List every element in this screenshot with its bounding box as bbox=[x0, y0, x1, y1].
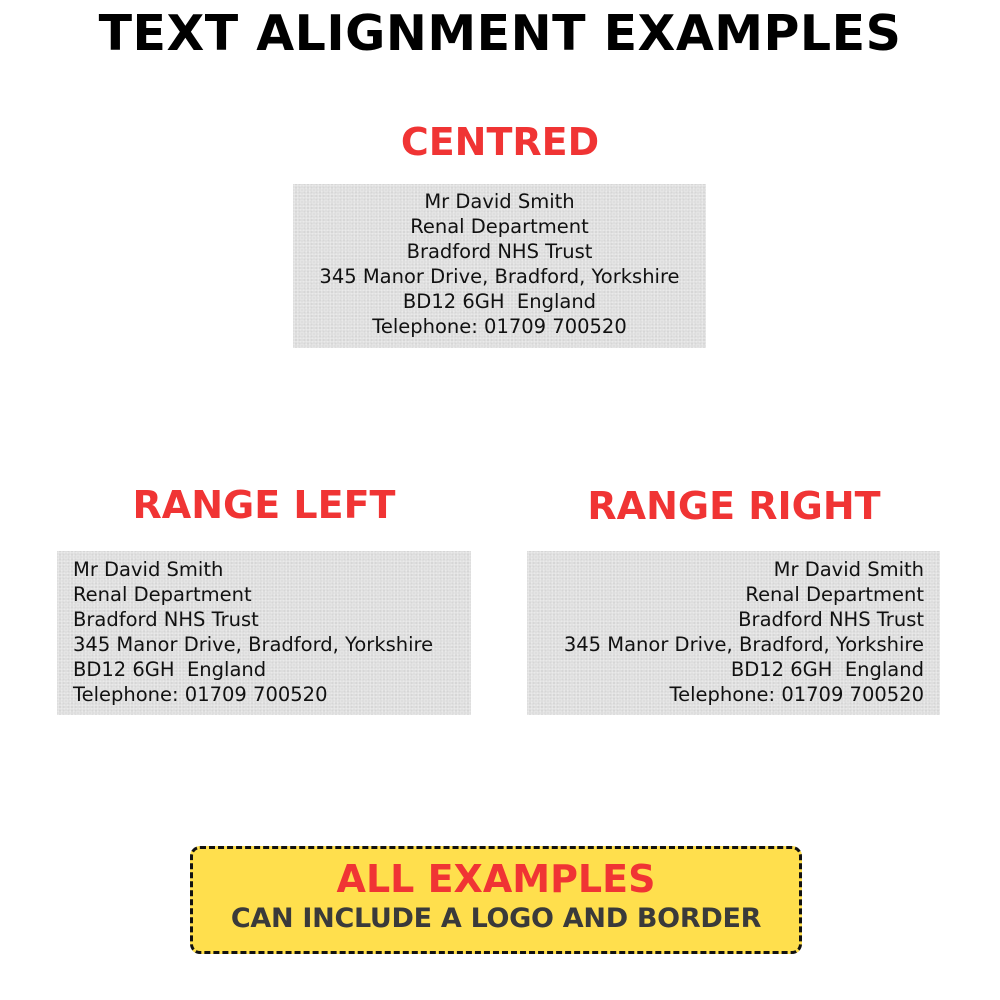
address-department: Renal Department bbox=[745, 583, 924, 606]
address-street: 345 Manor Drive, Bradford, Yorkshire bbox=[563, 633, 924, 656]
address-telephone: Telephone: 01709 700520 bbox=[73, 683, 328, 706]
address-organisation: Bradford NHS Trust bbox=[738, 608, 924, 631]
address-telephone: Telephone: 01709 700520 bbox=[372, 315, 627, 338]
note-subheading: CAN INCLUDE A LOGO AND BORDER bbox=[230, 903, 762, 934]
address-name: Mr David Smith bbox=[773, 558, 924, 581]
range-left-address-box: Mr David Smith Renal Department Bradford… bbox=[57, 551, 471, 715]
address-name: Mr David Smith bbox=[424, 190, 575, 213]
address-postcode: BD12 6GH England bbox=[73, 658, 267, 681]
address-organisation: Bradford NHS Trust bbox=[73, 608, 259, 631]
range-right-heading: RANGE RIGHT bbox=[587, 484, 881, 528]
address-street: 345 Manor Drive, Bradford, Yorkshire bbox=[73, 633, 434, 656]
address-postcode: BD12 6GH England bbox=[730, 658, 924, 681]
centred-address-box: Mr David Smith Renal Department Bradford… bbox=[293, 184, 706, 348]
address-department: Renal Department bbox=[410, 215, 589, 238]
address-name: Mr David Smith bbox=[73, 558, 224, 581]
logo-border-note-box: ALL EXAMPLES CAN INCLUDE A LOGO AND BORD… bbox=[190, 846, 802, 954]
address-postcode: BD12 6GH England bbox=[402, 290, 597, 313]
range-right-address-box: Mr David Smith Renal Department Bradford… bbox=[527, 551, 940, 715]
page-title: TEXT ALIGNMENT EXAMPLES bbox=[98, 5, 902, 62]
address-department: Renal Department bbox=[73, 583, 252, 606]
note-heading: ALL EXAMPLES bbox=[336, 857, 656, 901]
address-organisation: Bradford NHS Trust bbox=[406, 240, 593, 263]
centred-heading: CENTRED bbox=[400, 120, 600, 164]
address-telephone: Telephone: 01709 700520 bbox=[669, 683, 924, 706]
address-street: 345 Manor Drive, Bradford, Yorkshire bbox=[319, 265, 680, 288]
range-left-heading: RANGE LEFT bbox=[132, 483, 396, 527]
